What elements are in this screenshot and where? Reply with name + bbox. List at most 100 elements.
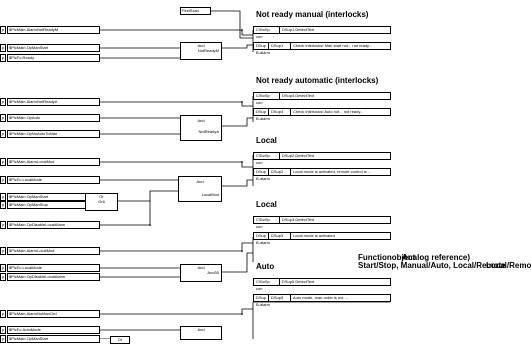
section-title: Auto: [256, 262, 275, 271]
input-prefix: p: [0, 44, 6, 52]
section-title: Local: [256, 200, 277, 209]
gate-type: And: [197, 265, 205, 270]
csto-label: CStoSp: [256, 217, 270, 222]
input-prefix: p: [0, 114, 6, 122]
input-prefix: p: [0, 201, 6, 209]
gate-type: And: [196, 179, 204, 184]
legend-overlay-line1: Analog reference): [402, 253, 471, 262]
dsup-name: DSup3: [268, 233, 283, 239]
input-signal-name: $PlcMain.OpManStart: [7, 44, 100, 52]
input-prefix: p: [0, 98, 6, 106]
gate-or6: Or Or6: [85, 193, 118, 211]
input-signal-name: $PlcFo.LocalMode: [7, 176, 100, 184]
input-signal-name: $PlcMain.AlarmNotReadyM: [7, 26, 100, 34]
balarm-label: B-alarm: [256, 240, 271, 245]
csto-label: CStoSp: [256, 279, 270, 284]
input-signal-name: $PlcFo.LocalMode: [7, 264, 100, 272]
input-prefix: p: [0, 335, 6, 343]
input-prefix: p: [0, 176, 6, 184]
csto-label: CStoSp: [256, 27, 270, 32]
balarm-label: B-alarm: [256, 176, 271, 181]
dsup-header-row: CStoSp DSup5.DetectText: [253, 278, 391, 286]
input-signal-name: $PlcMain.OpNoAutoToMan: [7, 130, 100, 138]
input-signal-name: $PlcMain.AlarmNotReadyA: [7, 98, 100, 106]
section-title: Local: [256, 136, 277, 145]
input-signal-name: $PlcFo.Ready: [7, 54, 100, 62]
gate-type: And: [197, 327, 205, 332]
detect-text: DSup3.DetectText: [279, 217, 314, 223]
dsup-label: DSup: [256, 295, 267, 300]
con-label: con: [256, 100, 263, 105]
con-label: con: [256, 160, 263, 165]
section-title: Not ready automatic (interlocks): [256, 76, 379, 85]
legend-line1: Functionobject: [358, 253, 416, 262]
con-label: con: [256, 224, 263, 229]
csto-label: CStoSp: [256, 153, 270, 158]
gate-and30: And And30: [180, 264, 222, 282]
balarm-label: B-alarm: [256, 116, 271, 121]
dsup-name: DSup4: [268, 109, 283, 115]
gate-output: Or6: [98, 199, 105, 204]
gate-and-notreadya: And NotReadyA: [180, 115, 222, 141]
section-title: Not ready manual (interlocks): [256, 10, 369, 19]
csto-label: CStoSp: [256, 93, 270, 98]
legend: Functionobject Start/Stop, Manual/Auto, …: [358, 254, 506, 270]
gate-type: Or: [99, 194, 104, 199]
gate-output: NotReadyA: [198, 129, 219, 134]
dsup-text: Local mode is activated: [290, 233, 335, 239]
detect-text: DSup2.DetectText: [279, 153, 314, 159]
input-signal-name: $PlcMain.OpManStart: [7, 335, 100, 343]
gate-and-localmod: And LocalMod: [178, 176, 222, 202]
con-label: con: [256, 34, 263, 39]
input-signal-name: $PlcMain.OpAuto: [7, 114, 100, 122]
input-prefix: p: [0, 326, 6, 334]
dsup-name: DSup2: [268, 169, 283, 175]
detect-text: DSup5.DetectText: [279, 279, 314, 285]
gate-output: LocalMod: [201, 192, 219, 197]
gate-and-bottom: And: [180, 326, 222, 340]
dsup-label: DSup: [256, 233, 267, 238]
input-signal-name: $PlcMain.OpDisableLocalAlarm: [7, 221, 100, 229]
input-prefix: p: [0, 130, 6, 138]
input-signal-name: $PlcMain.AlarmLocalMod: [7, 158, 100, 166]
input-prefix: p: [0, 247, 6, 255]
dsup-text: Auto mode, man order is not ...: [290, 295, 348, 301]
input-prefix: p: [0, 273, 6, 281]
dsup-label: DSup: [256, 109, 267, 114]
dsup-header-row: CStoSp DSup3.DetectText: [253, 216, 391, 224]
dsup-text: Local mode is activated, remote control …: [290, 169, 371, 175]
dsup-header-row: CStoSp DSup2.DetectText: [253, 152, 391, 160]
gate-type: And: [197, 118, 205, 123]
dsup-name: DSup1: [268, 43, 283, 49]
input-signal-name: $PlcMain.OpDisableLocalAlarm: [7, 273, 100, 281]
gate-output: NotReadyM: [197, 48, 219, 53]
dsup-text: Check interlocks! Auto not... not ready.…: [290, 109, 363, 115]
first-scan-block: FirstScan: [180, 7, 211, 15]
input-prefix: p: [0, 221, 6, 229]
dsup-header-row: CStoSp DSup4.DetectText: [253, 92, 391, 100]
input-prefix: p: [0, 54, 6, 62]
input-prefix: p: [0, 26, 6, 34]
input-signal-name: $PlcMain.AlarmNoManOrd: [7, 310, 100, 318]
input-signal-name: $PlcMain.AlarmLocalMod: [7, 247, 100, 255]
gate-output: And30: [207, 270, 219, 275]
gate-type: Or: [117, 337, 123, 342]
dsup-name: DSup5: [268, 295, 283, 301]
input-signal-name: $PlcFo.AutoMode: [7, 326, 100, 334]
con-label: con: [256, 286, 263, 291]
balarm-label: B-alarm: [256, 50, 271, 55]
dsup-label: DSup: [256, 169, 267, 174]
legend-overlay-line2: Local/Remot: [486, 261, 531, 270]
dsup-label: DSup: [256, 43, 267, 48]
first-scan-label: FirstScan: [182, 8, 199, 13]
detect-text: DSup4.DetectText: [279, 93, 314, 99]
legend-line2: Start/Stop, Manual/Auto, Local/Remote: [358, 261, 506, 270]
input-prefix: p: [0, 264, 6, 272]
